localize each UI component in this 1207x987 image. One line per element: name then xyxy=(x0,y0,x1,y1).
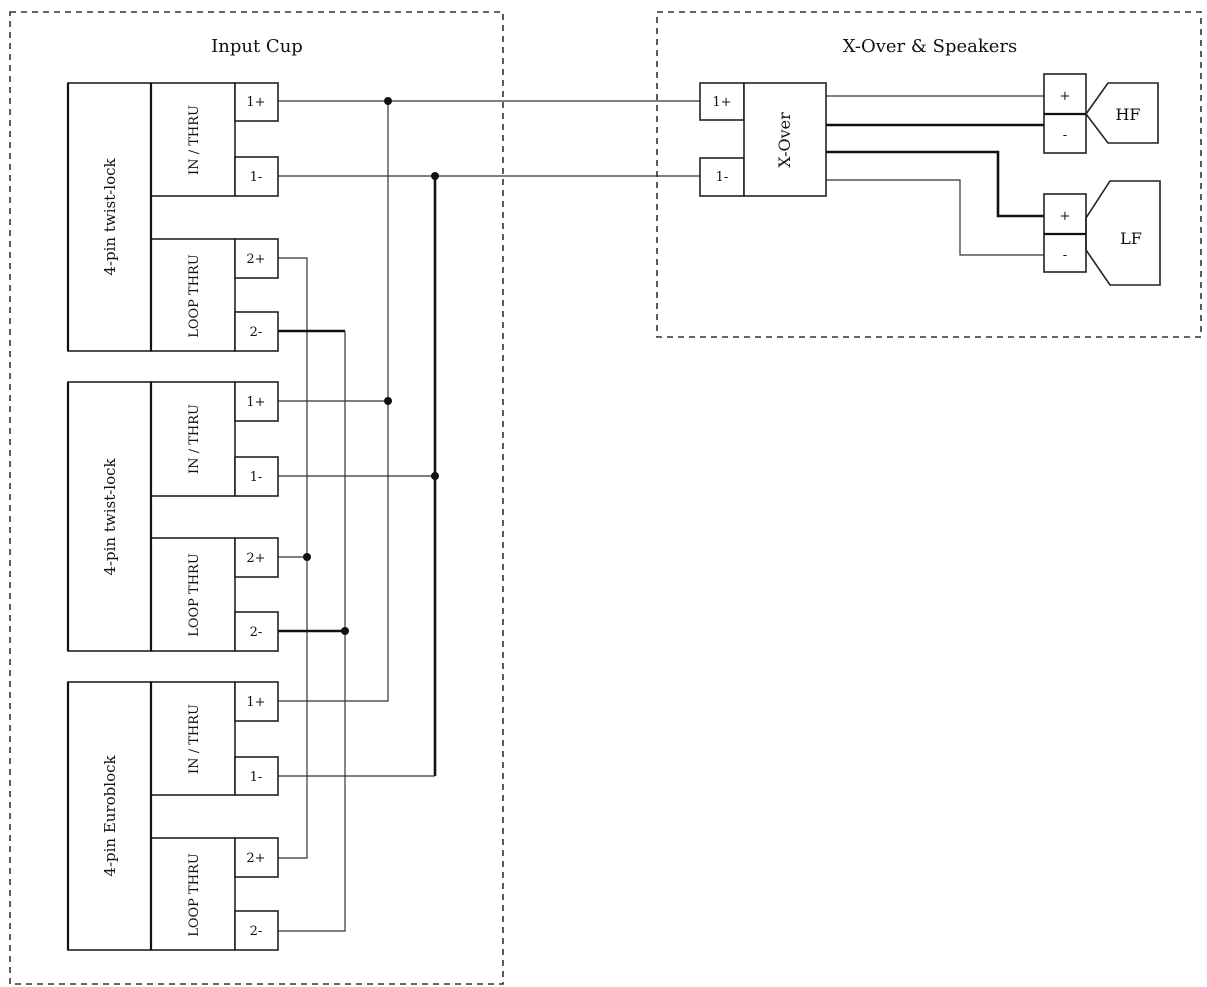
pin-1pos xyxy=(234,381,279,422)
connector-label: 4-pin twist-lock xyxy=(101,157,119,275)
xover-speakers-title: X-Over & Speakers xyxy=(843,36,1018,57)
input-cup-title: Input Cup xyxy=(211,36,303,57)
section-label-in-thru: IN / THRU xyxy=(187,704,202,774)
xover-speakers-frame xyxy=(656,11,1202,338)
xover-pin-label: 1+ xyxy=(712,95,731,110)
hf-terminal-pos xyxy=(1043,73,1087,115)
connector-block-3: 4-pin Euroblock IN / THRU LOOP THRU 1+ 1… xyxy=(66,681,279,951)
pin-label: 1+ xyxy=(246,395,265,410)
connector-label: 4-pin Euroblock xyxy=(101,755,119,877)
pin-label: 2- xyxy=(250,325,263,340)
lf-speaker-icon xyxy=(1085,180,1161,286)
section-label-in-thru: IN / THRU xyxy=(187,404,202,474)
bus-1pos xyxy=(278,101,389,702)
junction-dot xyxy=(384,397,392,405)
junction-dot xyxy=(303,553,311,561)
pin-label: 2+ xyxy=(246,551,265,566)
pin-label: 1+ xyxy=(246,95,265,110)
junction-dot xyxy=(384,97,392,105)
pin-1neg xyxy=(234,156,279,197)
pin-1pos xyxy=(234,681,279,722)
hf-label: HF xyxy=(1115,105,1140,124)
xover-box xyxy=(743,82,827,197)
hf-speaker: + - HF xyxy=(1043,73,1159,154)
pin-2pos xyxy=(234,537,279,578)
section-label-loop-thru: LOOP THRU xyxy=(187,853,202,937)
connector-block-2: 4-pin twist-lock IN / THRU LOOP THRU 1+ … xyxy=(66,381,279,652)
wire-xover-lf-neg xyxy=(826,179,1044,256)
input-cup-frame xyxy=(9,11,504,985)
section-label-in-thru: IN / THRU xyxy=(187,105,202,175)
pin-label: 2+ xyxy=(246,252,265,267)
pin-label: 2- xyxy=(250,924,263,939)
xover-unit: 1+ 1- X-Over xyxy=(699,82,827,197)
section-label-loop-thru: LOOP THRU xyxy=(187,553,202,637)
lf-terminal-neg xyxy=(1043,233,1087,273)
lf-speaker: + - LF xyxy=(1043,180,1161,286)
connector-label: 4-pin twist-lock xyxy=(101,457,119,575)
hf-speaker-icon xyxy=(1085,82,1159,144)
pin-label: 2+ xyxy=(246,851,265,866)
xover-label: X-Over xyxy=(775,112,794,168)
pin-2neg xyxy=(234,910,279,951)
pin-1neg xyxy=(234,456,279,497)
section-label-loop-thru: LOOP THRU xyxy=(187,254,202,338)
junction-dot xyxy=(431,472,439,480)
connector-block-1: 4-pin twist-lock IN / THRU LOOP THRU 1+ … xyxy=(66,82,279,352)
hf-neg-label: - xyxy=(1063,128,1067,143)
lf-label: LF xyxy=(1120,229,1142,248)
bus-2neg xyxy=(278,331,346,932)
bus-2pos xyxy=(278,257,308,859)
lf-neg-label: - xyxy=(1063,248,1067,263)
junction-dot xyxy=(431,172,439,180)
lf-pos-label: + xyxy=(1060,209,1071,224)
xover-input-1pos xyxy=(699,82,745,121)
pin-label: 1- xyxy=(250,170,263,185)
xover-pin-label: 1- xyxy=(716,170,729,185)
pin-1neg xyxy=(234,756,279,796)
junction-dot xyxy=(341,627,349,635)
pin-2pos xyxy=(234,837,279,878)
pin-label: 1- xyxy=(250,470,263,485)
pin-label: 2- xyxy=(250,625,263,640)
pin-2neg xyxy=(234,311,279,352)
hf-pos-label: + xyxy=(1060,89,1071,104)
pin-2neg xyxy=(234,611,279,652)
pin-1pos xyxy=(234,82,279,122)
pin-label: 1+ xyxy=(246,695,265,710)
pin-label: 1- xyxy=(250,770,263,785)
pin-2pos xyxy=(234,238,279,279)
wire-xover-lf-pos xyxy=(826,150,1044,218)
